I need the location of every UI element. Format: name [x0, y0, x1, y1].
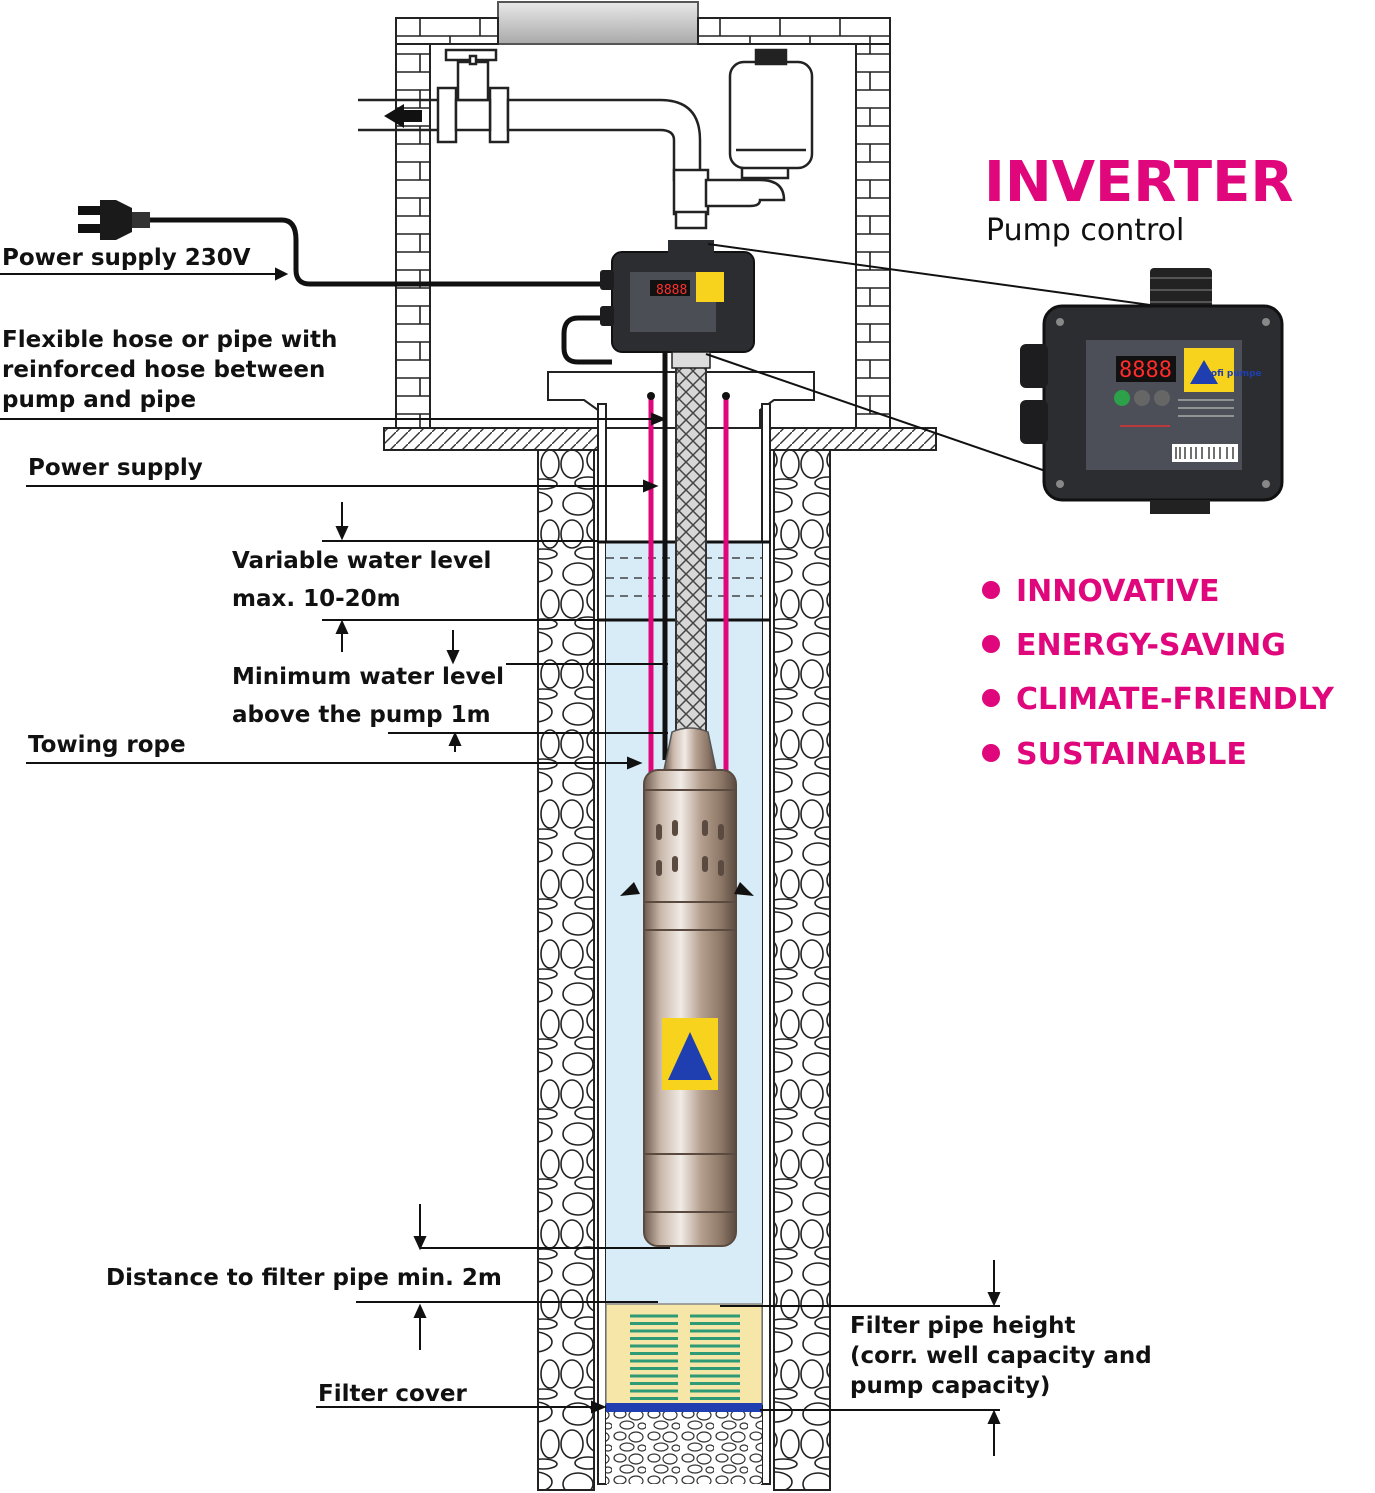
intake-arrow-icon	[620, 882, 640, 896]
feature-item: SUSTAINABLE	[982, 737, 1247, 772]
gravel-bottom	[606, 1412, 762, 1484]
label-minimum-level-line2: above the pump 1m	[232, 702, 491, 728]
heading-title: INVERTER	[984, 150, 1294, 215]
bullet-icon	[982, 634, 1000, 653]
power-plug-icon	[78, 200, 612, 287]
filter-cover	[606, 1403, 762, 1412]
label-minimum-level-line1: Minimum water level	[232, 664, 505, 690]
label-variable-level-line1: Variable water level	[232, 548, 492, 574]
large-brand-logo: profi pumpe	[1200, 369, 1262, 379]
reinforced-hose	[675, 349, 707, 735]
label-hose-line2: reinforced hose between	[2, 357, 326, 383]
callout-lines	[0, 267, 1001, 1456]
label-variable-level-line2: max. 10-20m	[232, 586, 401, 612]
intake-arrow-icon-right	[734, 882, 754, 896]
feature-item: ENERGY-SAVING	[982, 628, 1286, 663]
inverter-controller-small: 8888	[600, 240, 755, 369]
bullet-icon	[982, 580, 1000, 599]
filter-slots	[630, 1314, 740, 1400]
label-filter-height-line1: Filter pipe height	[850, 1313, 1076, 1339]
label-towing-rope: Towing rope	[28, 732, 186, 758]
outflow-arrow	[384, 104, 422, 128]
label-hose-line3: pump and pipe	[2, 387, 197, 413]
bullet-icon	[982, 688, 1000, 707]
inverter-controller-large: 8888 profi pumpe	[1020, 268, 1284, 514]
label-hose-line1: Flexible hose or pipe with	[2, 327, 338, 353]
label-filter-height-line2: (corr. well capacity and	[850, 1343, 1152, 1369]
label-distance-filter: Distance to filter pipe min. 2m	[106, 1265, 502, 1291]
label-filter-cover: Filter cover	[318, 1381, 467, 1407]
large-display: 8888	[1119, 358, 1172, 383]
heading-subtitle: Pump control	[986, 213, 1185, 248]
label-power-supply-230v: Power supply 230V	[2, 245, 251, 271]
discharge-piping	[358, 48, 814, 230]
feature-item: INNOVATIVE	[982, 574, 1219, 609]
label-filter-height-line3: pump capacity)	[850, 1373, 1051, 1399]
bullet-icon	[982, 743, 1000, 762]
hose-and-cables	[561, 315, 730, 780]
small-display: 8888	[656, 283, 687, 298]
submersible-pump	[620, 727, 754, 1247]
label-power-supply: Power supply	[28, 455, 203, 481]
feature-item: CLIMATE-FRIENDLY	[982, 682, 1334, 717]
